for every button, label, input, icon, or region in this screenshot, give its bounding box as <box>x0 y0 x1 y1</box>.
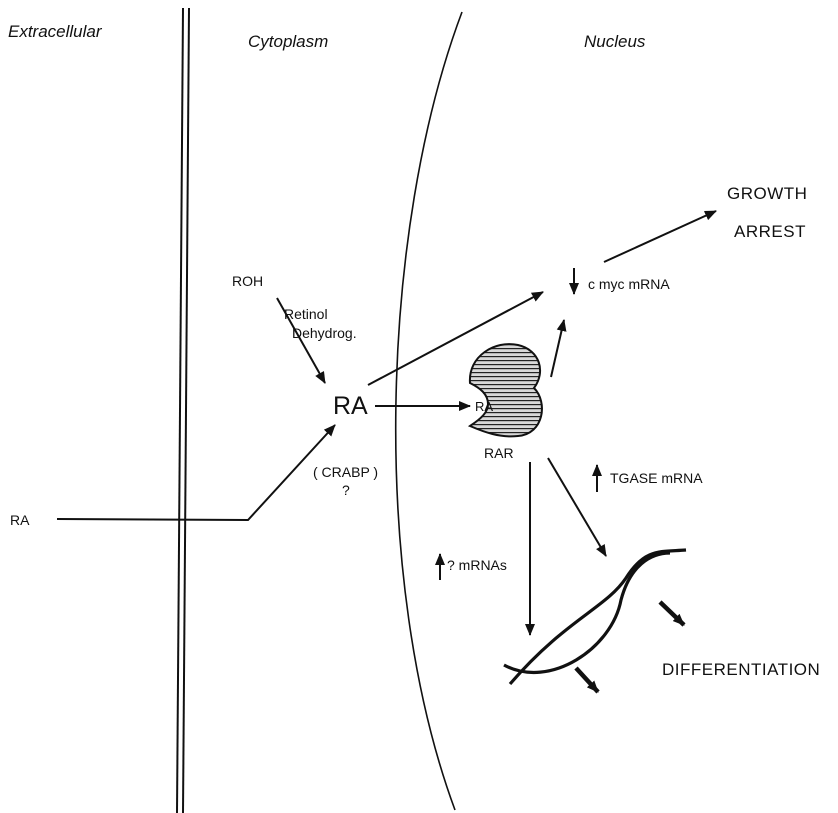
arrest-label: ARREST <box>734 222 806 242</box>
ra-center-label: RA <box>333 392 368 421</box>
thick-arrow-left-icon <box>576 668 598 692</box>
nuclear-membrane <box>396 12 462 810</box>
rar-label: RAR <box>484 445 514 461</box>
crabp-question-label: ? <box>342 482 350 498</box>
mrnas-label: ? mRNAs <box>447 557 507 573</box>
tgase-mrna-label: TGASE mRNA <box>610 470 703 486</box>
region-label-nucleus: Nucleus <box>584 32 645 52</box>
ra-receptor-bound-label: RA <box>475 399 493 414</box>
retinol-dehydrogenase-label-line1: Retinol <box>284 306 328 322</box>
ra-extracellular-label: RA <box>10 512 29 528</box>
differentiation-label: DIFFERENTIATION <box>662 660 820 680</box>
dna-double-strand <box>504 550 686 684</box>
retinol-dehydrogenase-label-line2: Dehydrog. <box>292 325 357 341</box>
crabp-label: ( CRABP ) <box>313 464 378 480</box>
cmyc-mrna-label: c myc mRNA <box>588 276 670 292</box>
rar-receptor-shape <box>470 344 542 436</box>
arrow-rar-to-cmyc <box>551 320 564 377</box>
arrow-extracellular-ra-to-ra <box>57 425 335 520</box>
growth-label: GROWTH <box>727 184 807 204</box>
region-label-cytoplasm: Cytoplasm <box>248 32 328 52</box>
roh-label: ROH <box>232 273 263 289</box>
plasma-membrane <box>177 8 189 813</box>
thick-arrow-right-icon <box>660 602 684 625</box>
arrow-cmyc-to-growth-arrest <box>604 211 716 262</box>
region-label-extracellular: Extracellular <box>8 22 102 42</box>
